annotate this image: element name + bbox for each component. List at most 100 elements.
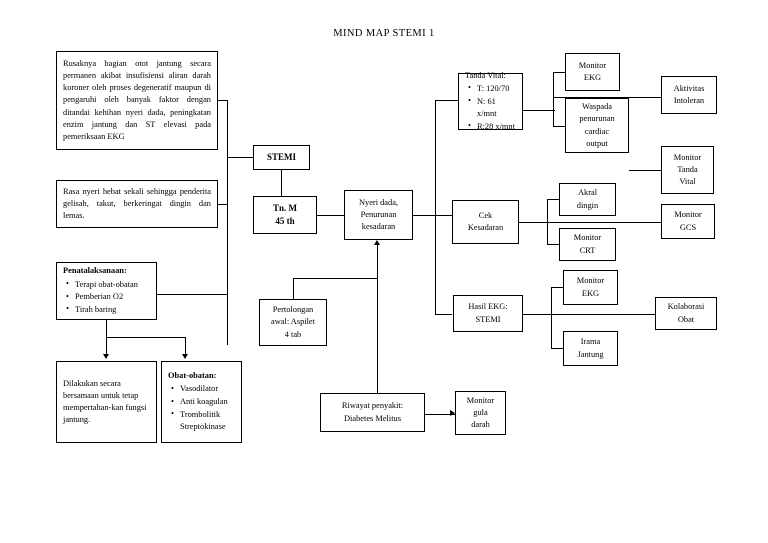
list-item: R:28 x/mnt [468,120,516,133]
connector-management-down [106,320,108,338]
node-monitor-crt[interactable]: Monitor CRT [559,228,616,261]
node-monitor-vitals-line2: Tanda [677,164,698,174]
node-management-header: Penatalaksanaan: [63,266,127,276]
node-history[interactable]: Riwayat penyakit: Diabetes Melitus [320,393,425,432]
node-activity-line1: Aktivitas [673,83,705,93]
node-drugs-header: Obat-obatan: [168,371,217,381]
node-complaint[interactable]: Nyeri dada, Penurunan kesadaran [344,190,413,240]
node-monitor-glucose-line2: gula [473,407,488,417]
arrow-to-concurrent-icon [103,354,109,359]
node-consciousness-line1: Cek [478,210,493,220]
node-definition[interactable]: Rusaknya bagian otot jantung secara perm… [56,51,218,150]
node-cold-extremities[interactable]: Akral dingin [559,183,616,216]
node-monitor-ekg-vitals-line2: EKG [583,73,602,82]
connector-stemi-to-patient [281,170,283,196]
connector-to-drugs [185,337,187,355]
node-drugs-list: Vasodilator Anti koagulan Trombolitik St… [168,383,235,433]
node-cardiac-output-line1: Waspada [581,102,613,112]
node-complaint-line2: Penurunan [360,209,397,219]
node-monitor-ekg-vitals[interactable]: Monitor EKG [565,53,620,91]
node-monitor-glucose-line3: darah [471,420,490,430]
node-patient[interactable]: Tn. M 45 th [253,196,317,234]
node-activity-line2: Intoleran [673,96,705,105]
node-management[interactable]: Penatalaksanaan: Terapi obat-obatan Pemb… [56,262,157,320]
node-monitor-ekg-result-line2: EKG [581,288,600,298]
node-monitor-vitals[interactable]: Monitor Tanda Vital [661,146,714,194]
connector-to-activity [553,97,661,99]
connector-trunk-to-stemi [227,157,254,159]
connector-vitals-to-cardiac-output [553,126,565,128]
list-item: Anti koagulan [171,396,235,408]
node-cardiac-output-line4: output [586,138,608,148]
node-history-line2: Diabetes Melitus [344,413,401,423]
connector-to-monitor-gcs [547,222,661,224]
connector-bottom-split-horizontal [106,337,186,339]
node-collaboration-line2: Obat [677,314,695,324]
node-history-line1: Riwayat penyakit: [341,401,404,411]
page-title: MIND MAP STEMI 1 [333,28,435,39]
node-drugs[interactable]: Obat-obatan: Vasodilator Anti koagulan T… [161,361,242,443]
connector-left-trunk-vertical [227,100,229,345]
node-patient-line1: Tn. M [272,202,297,213]
node-stemi-text: STEMI [266,151,296,162]
arrow-to-drugs-icon [182,354,188,359]
list-item: Pemberian O2 [66,291,150,303]
node-monitor-ekg-result-line1: Monitor [576,276,605,286]
node-monitor-vitals-line3: Vital [679,177,696,187]
node-first-aid[interactable]: Pertolongan awal: Aspilet 4 tab [259,299,327,346]
arrow-to-complaint-icon [374,240,380,245]
node-pain-text: Rasa nyeri hebat sekali sehingga penderi… [63,186,211,221]
node-activity-intolerance[interactable]: Aktivitas Intoleran [661,76,717,114]
node-cold-extremities-line1: Akral [577,188,598,198]
node-monitor-gcs-line2: GCS [679,222,697,232]
node-monitor-ekg-result[interactable]: Monitor EKG [563,270,618,305]
list-item: Terapi obat-obatan [66,278,150,291]
connector-consciousness-to-crt [547,244,559,246]
connector-ekg-split-vertical [551,287,553,349]
node-monitor-gcs[interactable]: Monitor GCS [661,204,715,239]
connector-vitals-out [523,110,555,112]
node-heart-rhythm[interactable]: Irama Jantung [563,331,618,366]
connector-history-vertical [377,245,379,393]
node-vitals-list: T: 120/70 N: 61 x/mnt R:28 x/mnt [465,82,516,133]
list-item: Trombolitik Streptokinase [171,408,235,433]
node-rhythm-line2: Jantung [577,349,604,359]
connector-vitals-split-vertical [553,72,555,127]
node-ekg-result[interactable]: Hasil EKG: STEMI [453,295,523,332]
connector-complaint-to-right-trunk [413,215,443,217]
node-pain-description[interactable]: Rasa nyeri hebat sekali sehingga penderi… [56,180,218,228]
node-cold-extremities-line2: dingin [576,200,599,210]
connector-trunk-to-consciousness [435,215,452,217]
node-first-aid-line2: awal: Aspilet [271,317,315,327]
node-concurrent-action[interactable]: Dilakukan secara bersamaan untuk tetap m… [56,361,157,443]
connector-cardiac-to-monitor-vitals [629,170,661,172]
connector-to-collaboration [551,314,655,316]
connector-consciousness-to-akral [547,199,559,201]
node-complaint-line3: kesadaran [361,222,396,232]
node-monitor-gcs-line1: Monitor [674,210,702,220]
node-monitor-glucose-line1: Monitor [466,395,495,405]
node-rhythm-line1: Irama [580,337,601,347]
node-drug-collaboration[interactable]: Kolaborasi Obat [655,297,717,330]
list-item: T: 120/70 [468,82,516,95]
node-definition-text: Rusaknya bagian otot jantung secara perm… [63,58,211,141]
node-vitals[interactable]: Tanda Vital: T: 120/70 N: 61 x/mnt R:28 … [458,70,523,133]
node-ekg-result-line1: Hasil EKG: [468,302,508,312]
node-vitals-header: Tanda Vital: [465,70,506,80]
connector-first-aid-horizontal [293,278,378,280]
node-cardiac-output-alert[interactable]: Waspada penurunan cardiac output [565,98,629,153]
node-ekg-result-line2: STEMI [475,314,501,324]
node-monitor-ekg-vitals-line1: Monitor [578,60,607,70]
node-monitor-glucose[interactable]: Monitor gula darah [455,391,506,435]
arrow-to-glucose-icon [450,410,455,416]
list-item: Tirah baring [66,303,150,316]
node-check-consciousness[interactable]: Cek Kesadaran [452,200,519,244]
node-cardiac-output-line2: penurunan [579,114,615,124]
list-item: Vasodilator [171,383,235,395]
connector-history-to-glucose [425,414,455,416]
node-stemi[interactable]: STEMI [253,145,310,170]
connector-ekg-result-out [523,314,553,316]
node-concurrent-text: Dilakukan secara bersamaan untuk tetap m… [63,378,147,425]
connector-vitals-to-monitor-ekg [553,72,565,74]
